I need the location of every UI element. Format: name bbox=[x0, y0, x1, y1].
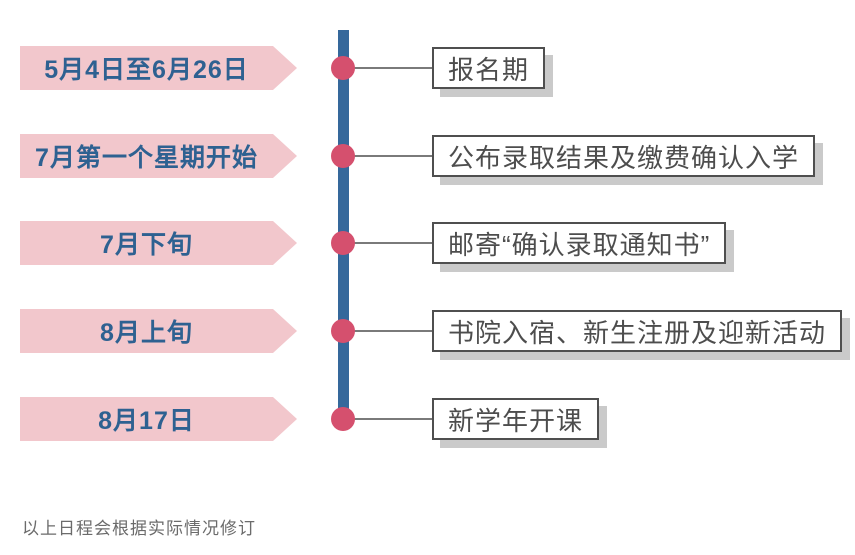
footer-note: 以上日程会根据实际情况修订 bbox=[22, 519, 256, 538]
timeline-row: 7月下旬 邮寄“确认录取通知书” bbox=[0, 221, 855, 265]
date-arrow: 7月第一个星期开始 bbox=[20, 134, 297, 178]
event-box: 公布录取结果及缴费确认入学 bbox=[432, 135, 816, 177]
timeline-row: 7月第一个星期开始 公布录取结果及缴费确认入学 bbox=[0, 134, 855, 178]
timeline-dot bbox=[331, 319, 355, 343]
date-arrow: 8月上旬 bbox=[20, 309, 297, 353]
date-arrow: 7月下旬 bbox=[20, 221, 297, 265]
date-label: 7月下旬 bbox=[100, 231, 193, 259]
connector-line bbox=[343, 155, 432, 157]
event-label: 报名期 bbox=[448, 54, 530, 85]
event-box: 书院入宿、新生注册及迎新活动 bbox=[432, 310, 843, 352]
timeline-dot bbox=[331, 56, 355, 80]
date-label: 8月上旬 bbox=[100, 319, 193, 347]
date-arrow: 5月4日至6月26日 bbox=[20, 46, 297, 90]
timeline-dot bbox=[331, 231, 355, 255]
event-label: 书院入宿、新生注册及迎新活动 bbox=[448, 317, 827, 348]
timeline-vertical-line bbox=[338, 30, 349, 419]
timeline-row: 5月4日至6月26日 报名期 bbox=[0, 46, 855, 90]
date-label: 7月第一个星期开始 bbox=[35, 144, 258, 172]
event-box: 新学年开课 bbox=[432, 398, 600, 440]
date-arrow: 8月17日 bbox=[20, 397, 297, 441]
timeline-row: 8月上旬 书院入宿、新生注册及迎新活动 bbox=[0, 309, 855, 353]
connector-line bbox=[343, 418, 432, 420]
connector-line bbox=[343, 242, 432, 244]
event-label: 新学年开课 bbox=[448, 405, 584, 436]
timeline-row: 8月17日 新学年开课 bbox=[0, 397, 855, 441]
timeline-dot bbox=[331, 144, 355, 168]
event-label: 公布录取结果及缴费确认入学 bbox=[448, 142, 800, 173]
event-label: 邮寄“确认录取通知书” bbox=[448, 229, 711, 260]
date-label: 8月17日 bbox=[98, 407, 195, 435]
connector-line bbox=[343, 330, 432, 332]
event-box: 报名期 bbox=[432, 47, 546, 89]
connector-line bbox=[343, 67, 432, 69]
timeline-dot bbox=[331, 407, 355, 431]
event-box: 邮寄“确认录取通知书” bbox=[432, 222, 727, 264]
date-label: 5月4日至6月26日 bbox=[44, 56, 249, 84]
